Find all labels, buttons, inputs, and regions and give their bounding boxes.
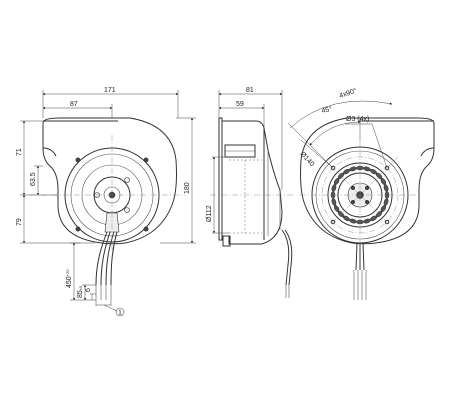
dim-112-label: Ø112 xyxy=(206,205,213,222)
callout-1-label: 1 xyxy=(118,310,122,317)
dim-71-label: 71 xyxy=(16,148,23,156)
rear-impeller-blades xyxy=(330,165,390,225)
front-dimensions: 171 87 180 71 63.5 79 450+20 85±5 6 xyxy=(16,87,196,317)
rear-view xyxy=(300,117,435,300)
front-screw-1 xyxy=(75,157,81,163)
side-view xyxy=(210,117,295,298)
front-housing-outline xyxy=(42,117,177,245)
impeller-blade xyxy=(363,166,371,172)
dim-59-label: 59 xyxy=(236,101,244,108)
callout-1-circle xyxy=(115,307,125,317)
front-screw-3 xyxy=(75,226,81,232)
dim-140-leader xyxy=(300,139,334,169)
rear-mount-hole-2 xyxy=(384,165,390,171)
impeller-blade xyxy=(349,166,357,172)
dim-79-label: 79 xyxy=(16,218,23,226)
front-hub-screw-1 xyxy=(124,177,130,183)
dim-87-label: 87 xyxy=(70,101,78,108)
front-view xyxy=(30,117,185,300)
impeller-blade xyxy=(349,218,357,224)
impeller-blade xyxy=(331,184,337,192)
front-cable-gland xyxy=(104,212,120,233)
dim-4x90-arc xyxy=(289,100,393,129)
rear-diag-1 xyxy=(321,156,399,234)
rear-mount-hole-1 xyxy=(330,165,336,171)
rear-diag-2 xyxy=(321,156,399,234)
side-dimensions: 81 59 Ø112 xyxy=(206,87,283,234)
dim-45-arc xyxy=(309,120,361,146)
front-cable-bundle xyxy=(95,231,118,286)
dim-85-label: 85±5 xyxy=(77,285,84,298)
dim-45-label: 45° xyxy=(321,105,333,115)
dim-81-label: 81 xyxy=(246,87,254,94)
dim-180-label: 180 xyxy=(184,182,191,194)
side-outlet-flange xyxy=(218,117,223,241)
side-cable xyxy=(281,229,290,286)
impeller-blade xyxy=(383,184,389,192)
impeller-blade xyxy=(331,198,337,206)
rear-housing-outline xyxy=(300,117,435,245)
side-bottom-bracket xyxy=(222,235,231,247)
rear-mount-hole-4 xyxy=(384,219,390,225)
dim-4x90-label: 4x90° xyxy=(338,87,358,100)
dim-171-label: 171 xyxy=(104,87,116,94)
front-hub-screw-3 xyxy=(124,207,130,213)
dim-hole-label: Ø3 (4x) xyxy=(346,116,369,123)
dim-63-5-label: 63.5 xyxy=(30,172,37,186)
front-screw-4 xyxy=(143,226,149,232)
dim-450-label: 450+20 xyxy=(65,269,73,288)
impeller-blade xyxy=(363,218,371,224)
front-outlet-lip xyxy=(42,147,57,157)
side-housing-body xyxy=(221,120,283,245)
rear-mount-hole-3 xyxy=(330,219,336,225)
dim-hole-leader xyxy=(371,123,388,169)
dim-6-label: 6 xyxy=(85,288,92,292)
impeller-blade xyxy=(383,198,389,206)
front-screw-2 xyxy=(143,157,149,163)
